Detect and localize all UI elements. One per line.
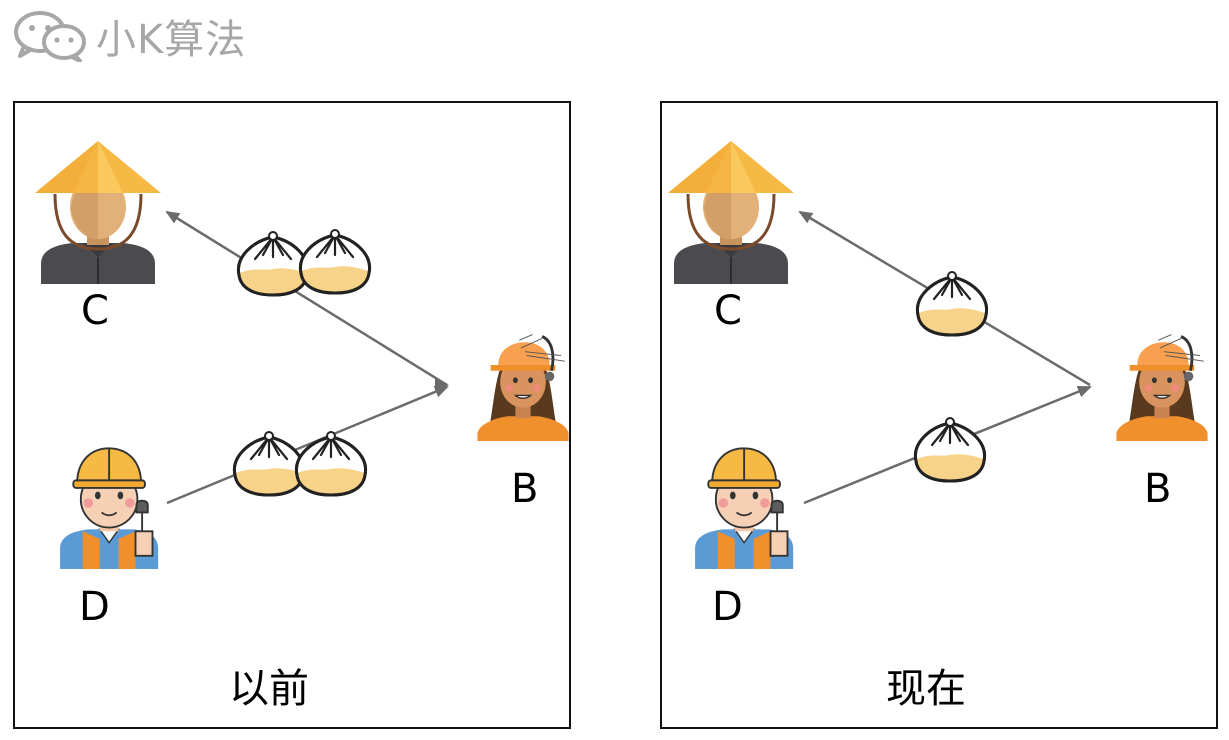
woman-b-icon [1114, 327, 1210, 441]
watermark-text: 小K算法 [96, 17, 247, 63]
panel-caption: 以前 [229, 666, 309, 712]
panel-caption: 现在 [886, 666, 966, 712]
node-label-b: B [1144, 466, 1172, 512]
wechat-icon [14, 11, 86, 62]
bun-to-d-icon [910, 413, 990, 483]
panel-before: C D B 以前 [13, 101, 571, 729]
worker-d-icon [686, 437, 806, 569]
node-label-d: D [79, 584, 110, 630]
node-label-b: B [511, 466, 539, 512]
node-label-c: C [81, 288, 109, 334]
panel-now: C D B 现在 [660, 101, 1218, 729]
node-label-c: C [714, 288, 742, 334]
arrow-b-to-c [165, 210, 448, 387]
farmer-c-icon [666, 139, 796, 284]
panel-before-arrows [165, 210, 449, 505]
node-label-d: D [712, 584, 743, 630]
worker-d-icon [51, 437, 171, 569]
bun-to-c-2-icon [295, 225, 375, 295]
arrow-b-to-d [166, 385, 449, 505]
woman-b-icon [475, 327, 571, 441]
farmer-c-icon [33, 139, 163, 284]
watermark: 小K算法 [12, 8, 246, 64]
bun-to-c-icon [912, 267, 992, 337]
bun-to-d-2-icon [291, 427, 371, 497]
